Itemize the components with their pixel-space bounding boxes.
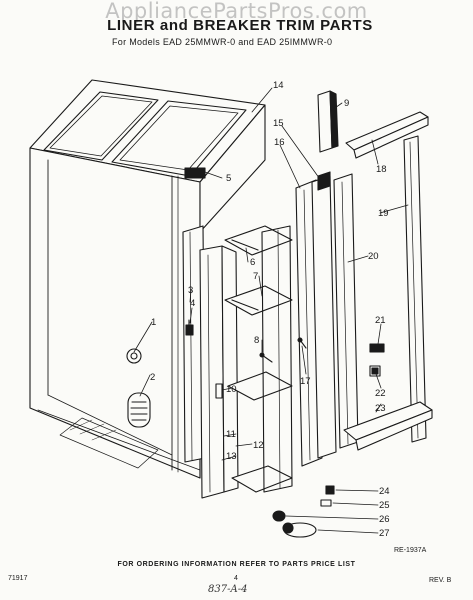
callout-12: 12 xyxy=(253,440,264,451)
part-24-bracket xyxy=(325,485,335,495)
part-21-clip xyxy=(369,343,385,353)
callout-10: 10 xyxy=(226,384,237,395)
mullion-bracket-upper xyxy=(224,225,293,256)
callout-25: 25 xyxy=(379,500,390,511)
revision-label: REV. B xyxy=(429,577,452,584)
part-20-strip xyxy=(333,173,359,449)
part-22-clip xyxy=(369,365,381,377)
part-8-screw xyxy=(259,352,273,363)
watermark: AppliancePartsPros.com xyxy=(105,0,368,23)
leader-lines xyxy=(133,87,409,534)
part-4-clip xyxy=(185,319,194,336)
callout-19: 19 xyxy=(378,208,389,219)
callout-21: 21 xyxy=(375,315,386,326)
callout-18: 18 xyxy=(376,164,387,175)
part-18-top-trim xyxy=(345,111,429,159)
callout-3: 3 xyxy=(188,285,193,296)
figure-code: RE-1937A xyxy=(394,547,427,554)
callout-13: 13 xyxy=(226,451,237,462)
mullion-bracket-middle xyxy=(224,285,293,316)
part-23-bottom-trim xyxy=(343,401,433,451)
callout-15: 15 xyxy=(273,118,284,129)
part-26-foot xyxy=(272,510,286,522)
callout-24: 24 xyxy=(379,486,390,497)
callout-27: 27 xyxy=(379,528,390,539)
callout-7: 7 xyxy=(253,271,258,282)
part-1-plug xyxy=(126,348,142,364)
callout-26: 26 xyxy=(379,514,390,525)
cabinet-liner xyxy=(29,79,266,479)
callout-11: 11 xyxy=(226,429,236,440)
callout-22: 22 xyxy=(375,388,386,399)
callout-8: 8 xyxy=(254,335,259,346)
callout-20: 20 xyxy=(368,251,379,262)
left-mullion-channel xyxy=(199,245,239,499)
callout-23: 23 xyxy=(375,403,386,414)
center-channel xyxy=(261,225,293,493)
diagram-title: LINER and BREAKER TRIM PARTS xyxy=(107,17,373,34)
callout-6: 6 xyxy=(250,257,255,268)
part-9-trim-cap xyxy=(317,90,339,153)
callout-4: 4 xyxy=(190,298,195,309)
mullion-bracket-lower xyxy=(227,371,293,401)
part-5-bracket xyxy=(184,167,206,179)
callout-1: 1 xyxy=(151,317,156,328)
page-number: 4 xyxy=(234,575,238,582)
part-19-right-strip xyxy=(403,135,427,443)
part-25-clip xyxy=(320,499,332,507)
diagram-subtitle: For Models EAD 25MMWR-0 and EAD 25IMMWR-… xyxy=(112,37,333,47)
callout-14: 14 xyxy=(273,80,284,91)
ordering-info-footer: FOR ORDERING INFORMATION REFER TO PARTS … xyxy=(117,561,356,568)
callout-5: 5 xyxy=(226,173,231,184)
part-17-fastener xyxy=(297,337,307,349)
handwritten-note: 837-A-4 xyxy=(208,584,248,595)
callout-9: 9 xyxy=(344,98,349,109)
part-10-clip xyxy=(215,383,223,399)
part-27-roller xyxy=(282,522,317,538)
callout-17: 17 xyxy=(300,376,311,387)
page-code: 71917 xyxy=(8,575,28,582)
callout-2: 2 xyxy=(150,372,155,383)
part-2-grille xyxy=(127,392,151,428)
callout-16: 16 xyxy=(274,137,285,148)
part-15-strip xyxy=(311,171,337,459)
